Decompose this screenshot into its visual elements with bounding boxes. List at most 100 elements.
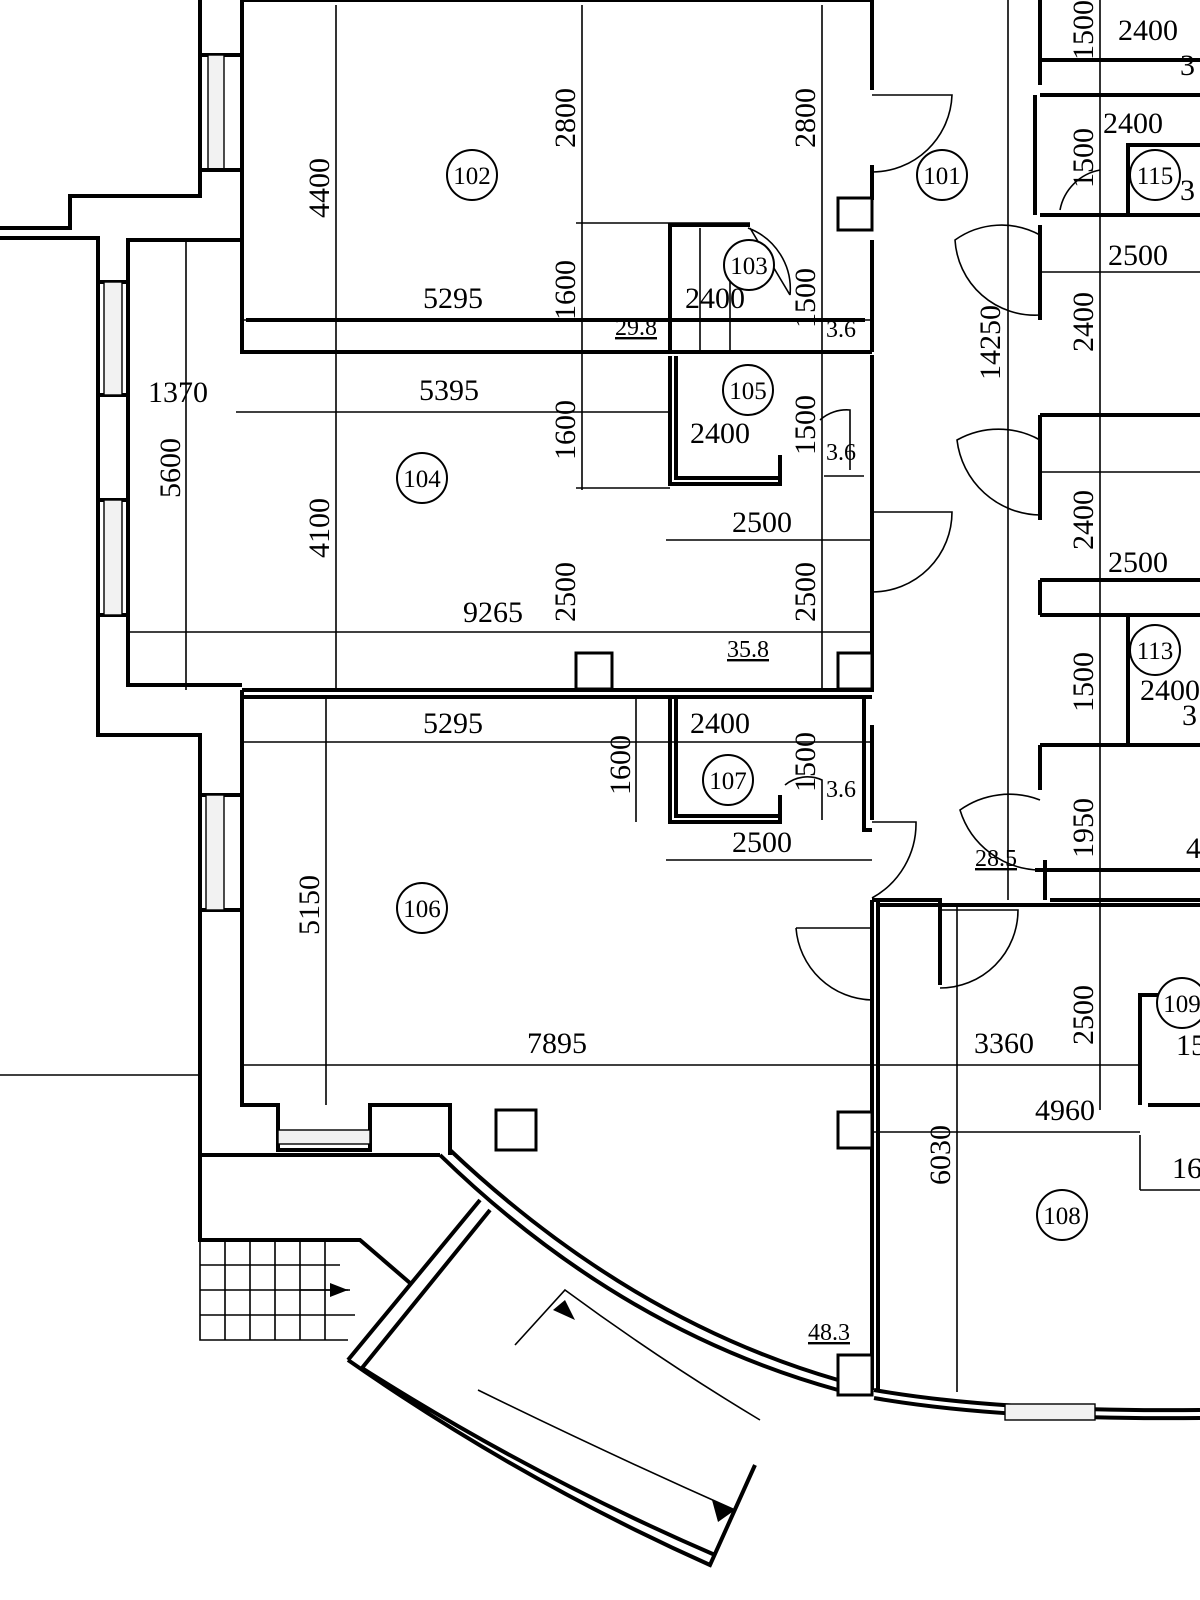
room-113-label: 113 bbox=[1137, 638, 1174, 665]
dim-2400-103: 2400 bbox=[685, 282, 745, 315]
column bbox=[836, 1110, 874, 1150]
ramp-rail-upper bbox=[514, 1288, 761, 1421]
ramp-arrow-down bbox=[712, 1500, 735, 1522]
dim-6030: 6030 bbox=[924, 1125, 957, 1185]
room-101-circle bbox=[916, 149, 968, 201]
room-104-circle bbox=[396, 452, 448, 504]
door-east-1 bbox=[954, 224, 1041, 316]
room-105-circle bbox=[722, 364, 774, 416]
room-108-circle bbox=[1036, 1189, 1088, 1241]
area-105: 3.6 bbox=[826, 440, 856, 466]
dim-1600-c: 1600 bbox=[604, 735, 637, 795]
dim-2400-r3: 2400 bbox=[1067, 490, 1100, 550]
dim-2400-r1: 2400 bbox=[1103, 107, 1163, 140]
room-106-label: 106 bbox=[403, 896, 441, 923]
dim-2800-a: 2800 bbox=[549, 88, 582, 148]
dim-2400-r4: 2400 bbox=[1140, 674, 1200, 707]
door-115 bbox=[1059, 169, 1101, 211]
room-107-circle bbox=[702, 754, 754, 806]
area-104: 35.8 bbox=[727, 637, 769, 663]
dim-7895: 7895 bbox=[527, 1027, 587, 1060]
dim-2500-c: 2500 bbox=[789, 562, 822, 622]
room-numbers: 102 101 103 105 104 107 106 108 115 113 … bbox=[396, 149, 1200, 1241]
area-102: 29.8 bbox=[615, 315, 657, 341]
dim-2800-b: 2800 bbox=[789, 88, 822, 148]
dim-3-a: 3 bbox=[1180, 49, 1195, 82]
dim-16: 16 bbox=[1172, 1152, 1200, 1185]
dim-5395: 5395 bbox=[419, 374, 479, 407]
east-room-dividers bbox=[1040, 93, 1200, 902]
door-106 bbox=[871, 821, 917, 899]
doors bbox=[747, 94, 1101, 1001]
dim-15: 15 bbox=[1176, 1029, 1200, 1062]
window-top-left bbox=[207, 54, 225, 171]
room-104-label: 104 bbox=[403, 466, 441, 493]
window-106 bbox=[205, 794, 225, 911]
room-102-walls bbox=[240, 0, 874, 354]
dim-2400-107: 2400 bbox=[690, 707, 750, 740]
dim-1500-r2: 1500 bbox=[1067, 652, 1100, 712]
window-104-a bbox=[103, 281, 123, 396]
dim-9265: 9265 bbox=[463, 596, 523, 629]
room-115-circle bbox=[1129, 149, 1181, 201]
dim-4100: 4100 bbox=[303, 498, 336, 558]
door-108 bbox=[939, 909, 1019, 989]
dim-2500-d: 2500 bbox=[732, 826, 792, 859]
dim-5295-a: 5295 bbox=[423, 282, 483, 315]
dim-3-c: 3 bbox=[1182, 699, 1197, 732]
area-103: 3.6 bbox=[826, 317, 856, 343]
top-left-wall bbox=[198, 0, 242, 170]
column bbox=[836, 1353, 874, 1397]
window-106-bottom bbox=[277, 1129, 371, 1145]
room-109-label: 109 bbox=[1163, 991, 1200, 1018]
stair-enclosure bbox=[198, 1155, 412, 1285]
dimension-lines bbox=[128, 0, 1200, 1392]
column bbox=[494, 1108, 538, 1152]
room-106-circle bbox=[396, 882, 448, 934]
dim-1370: 1370 bbox=[148, 376, 208, 409]
dim-1600-b: 1600 bbox=[549, 400, 582, 460]
room-107-walls bbox=[668, 697, 782, 824]
room-115-label: 115 bbox=[1137, 163, 1174, 190]
dim-2400-top: 2400 bbox=[1118, 14, 1178, 47]
room-115-walls bbox=[1126, 143, 1200, 215]
dim-2400-105: 2400 bbox=[690, 417, 750, 450]
columns bbox=[494, 196, 874, 1397]
west-facade bbox=[96, 282, 244, 797]
room-103-label: 103 bbox=[730, 253, 768, 280]
dim-5600: 5600 bbox=[154, 438, 187, 498]
stepped-wall-left bbox=[0, 168, 244, 284]
dim-4960: 4960 bbox=[1035, 1094, 1095, 1127]
door-107 bbox=[784, 776, 823, 820]
dim-1500-103: 1500 bbox=[789, 268, 822, 328]
dim-2400-r2: 2400 bbox=[1067, 292, 1100, 352]
room-113-circle bbox=[1129, 624, 1181, 676]
window-104-b bbox=[103, 499, 123, 616]
dim-1500-top: 1500 bbox=[1067, 0, 1100, 60]
west-facade-106 bbox=[198, 795, 452, 1157]
dim-3-b: 3 bbox=[1180, 174, 1195, 207]
dim-4: 4 bbox=[1186, 832, 1200, 865]
room-109-circle bbox=[1156, 977, 1200, 1029]
dimension-labels: 4400 2800 2800 5295 1600 2400 1500 1370 … bbox=[148, 0, 1200, 1185]
area-101: 28.5 bbox=[975, 846, 1017, 872]
door-106-b bbox=[795, 927, 873, 1001]
column bbox=[836, 196, 874, 232]
dim-1500-105: 1500 bbox=[789, 395, 822, 455]
door-east-2 bbox=[956, 428, 1041, 516]
dim-14250: 14250 bbox=[974, 305, 1007, 380]
stair-arrow-head bbox=[330, 1283, 348, 1297]
dim-1500-r1: 1500 bbox=[1067, 128, 1100, 188]
dim-5295-b: 5295 bbox=[423, 707, 483, 740]
room-102-label: 102 bbox=[453, 163, 491, 190]
curved-facade-inner bbox=[448, 1148, 839, 1382]
column bbox=[574, 651, 614, 691]
room-103-circle bbox=[723, 239, 775, 291]
dim-1500-107: 1500 bbox=[789, 732, 822, 792]
dim-1950: 1950 bbox=[1067, 798, 1100, 858]
door-104 bbox=[871, 511, 953, 593]
staircase bbox=[199, 1240, 355, 1341]
room-105-label: 105 bbox=[729, 378, 767, 405]
